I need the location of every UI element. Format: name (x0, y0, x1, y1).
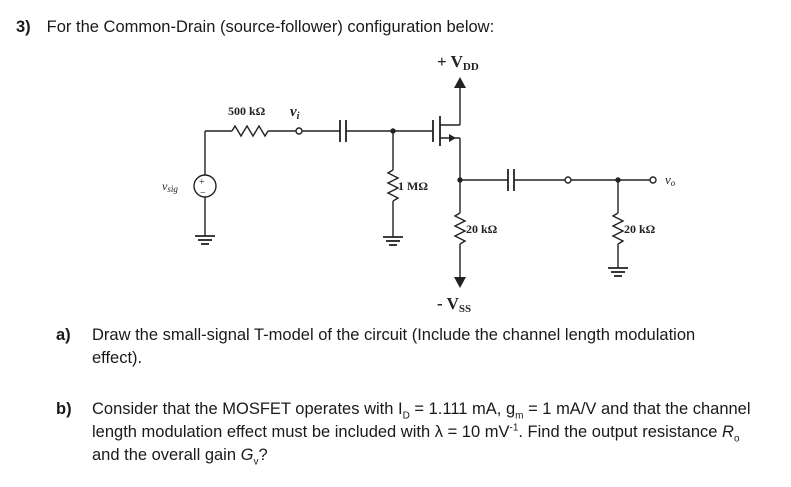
signal-source (193, 131, 217, 245)
vo-node (649, 176, 657, 184)
resistor-rl (611, 212, 625, 245)
part-b-label: b) (56, 400, 72, 418)
vdd-label: + VDD (437, 52, 479, 73)
resistor-rg (386, 169, 400, 202)
rs-label: 20 kΩ (466, 222, 498, 236)
vss-arrow (454, 277, 466, 288)
source-plus-sign: + (199, 177, 205, 188)
vss-label: - VSS (437, 294, 471, 315)
vi-label: vi (290, 104, 300, 122)
rsig-label: 500 kΩ (228, 104, 266, 118)
resistor-rs (453, 212, 467, 245)
vo-label: vo (665, 172, 676, 188)
input-capacitor (339, 120, 347, 142)
rl-label: 20 kΩ (624, 222, 656, 236)
source-minus-sign: − (200, 188, 206, 199)
rg-label: 1 MΩ (398, 179, 428, 193)
question-number: 3) (16, 18, 31, 36)
part-a-text: Draw the small-signal T-model of the cir… (92, 326, 696, 367)
question-title: For the Common-Drain (source-follower) c… (46, 18, 495, 36)
output-capacitor (507, 169, 515, 191)
vsig-label: vsig (162, 179, 178, 194)
vdd-terminal (454, 77, 466, 125)
vi-node (295, 127, 303, 135)
mosfet (432, 116, 461, 158)
resistor-rsig (231, 124, 269, 138)
part-a-label: a) (56, 326, 71, 344)
question-heading: 3) For the Common-Drain (source-follower)… (16, 18, 494, 37)
part-b-text: Consider that the MOSFET operates with I… (92, 400, 751, 468)
